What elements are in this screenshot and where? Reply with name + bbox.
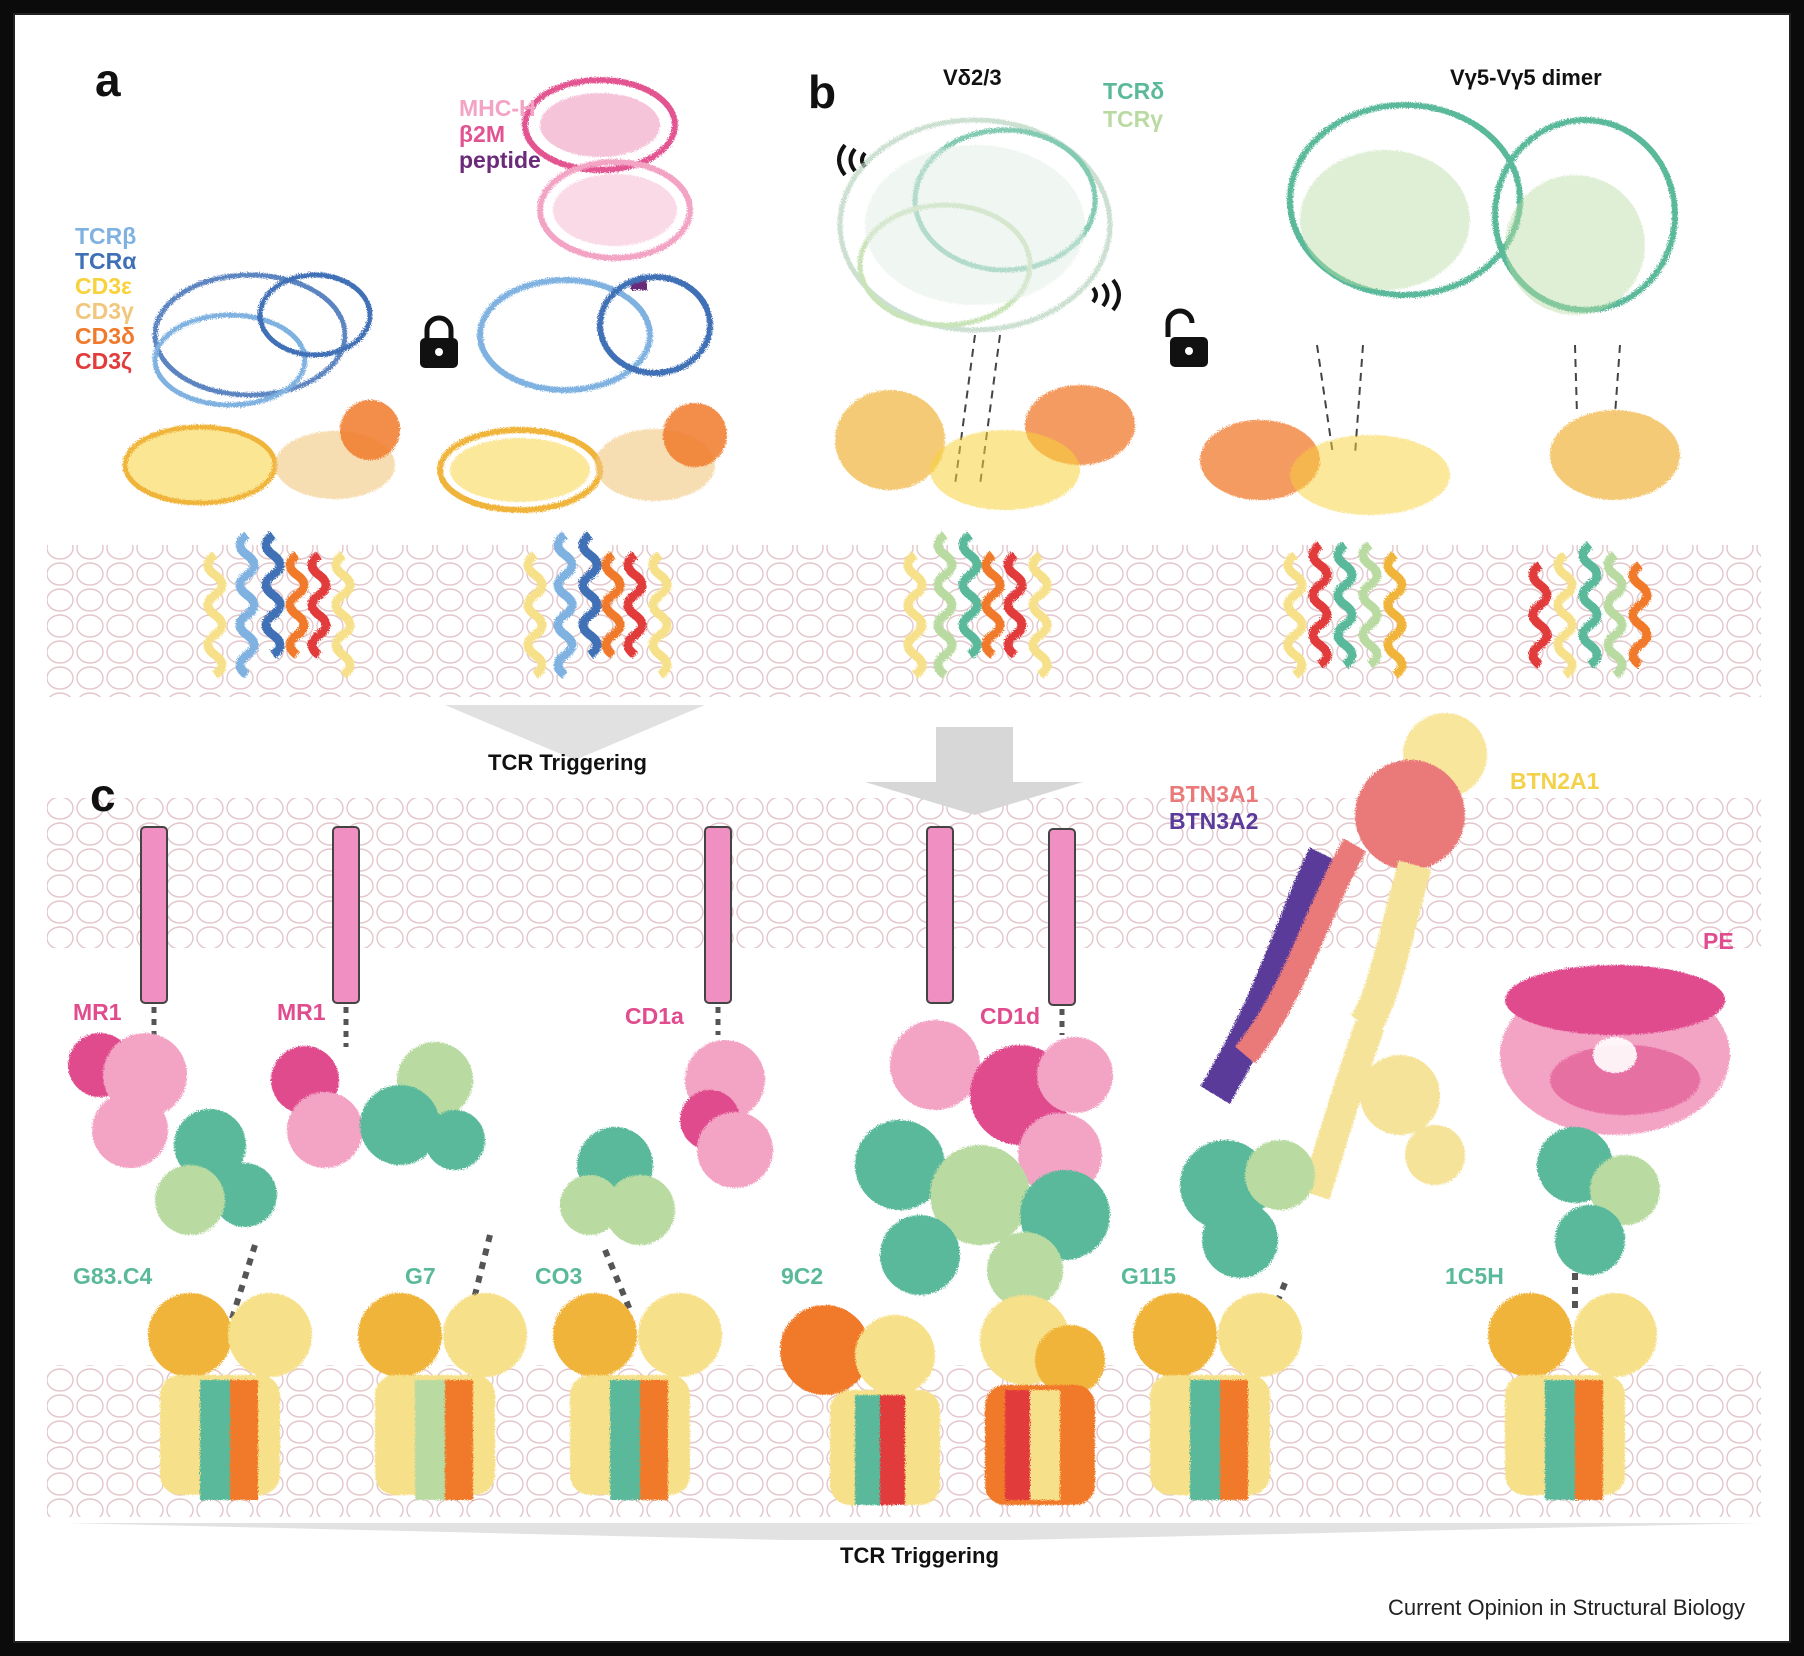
membrane-c-top (47, 798, 1761, 948)
ligand-label-mr1-1: MR1 (73, 999, 122, 1025)
tcr-label-g7: G7 (405, 1263, 436, 1289)
panel-b-title-vd2-3: Vδ2/3 (943, 65, 1002, 90)
vg5-dimer-ectodomains (1287, 102, 1678, 315)
pe-1c5h-complex (1500, 965, 1730, 1275)
vd2-3-tcr-ectodomain (837, 117, 1113, 333)
tcr-cd3-surface-row (148, 1293, 1657, 1505)
legend-cd3-gamma: CD3γ (75, 298, 134, 324)
triggering-label-c: TCR Triggering (840, 1543, 999, 1568)
cd1d-9c2-complex (855, 1020, 1113, 1308)
btn-g115-complex (1180, 713, 1487, 1278)
tcr-label-co3: CO3 (535, 1263, 583, 1289)
mr1-g7-complex (271, 1042, 485, 1170)
lock-open-icon (1165, 308, 1208, 367)
cd1a-co3-complex (560, 1040, 773, 1245)
panel-b-title-vg5-dimer: Vγ5-Vγ5 dimer (1450, 65, 1602, 90)
ligand-label-btn2a1: BTN2A1 (1510, 768, 1600, 794)
mr1-g83c4-complex (68, 1033, 277, 1235)
ligand-label-cd1a: CD1a (625, 1003, 684, 1029)
legend-cd3-zeta: CD3ζ (75, 348, 132, 374)
ligand-label-cd1d: CD1d (980, 1003, 1041, 1029)
triggering-label-a: TCR Triggering (488, 750, 647, 775)
legend-tcr-gamma: TCRγ (1103, 106, 1164, 132)
vibration-icon (837, 143, 1121, 312)
tcr-pmhc-complex (437, 77, 727, 679)
tcr-label-9c2: 9C2 (781, 1263, 824, 1289)
tcr-label-g83c4: G83.C4 (73, 1263, 153, 1289)
tcr-cd3-complex-unliganded (122, 272, 400, 679)
legend-cd3-delta: CD3δ (75, 323, 135, 349)
legend-tcr-alpha: TCRα (75, 248, 137, 274)
ligand-transmembrane-rods (140, 826, 1076, 1006)
triggering-shadow-c (67, 1523, 1761, 1540)
panel-letter-b: b (808, 66, 837, 118)
panel-letter-c: c (90, 769, 116, 821)
lock-closed-icon (420, 315, 458, 368)
triggering-arrow-b (865, 727, 1083, 815)
vg5-dimer-cd3-complexes (1200, 410, 1680, 679)
ligand-label-mr1-2: MR1 (277, 999, 326, 1025)
tcr-label-1c5h: 1C5H (1445, 1263, 1504, 1289)
triggering-shadow-a (445, 705, 705, 760)
vd2-3-cd3-complex (835, 385, 1135, 679)
legend-tcr-delta: TCRδ (1103, 78, 1165, 104)
legend-b2m: β2M (459, 121, 505, 147)
legend-tcr-beta: TCRβ (75, 223, 137, 249)
tcr-label-g115: G115 (1121, 1263, 1176, 1289)
ligand-label-btn3a1: BTN3A1 (1169, 781, 1259, 807)
membrane-ab (47, 545, 1761, 697)
figure-artwork (47, 77, 1761, 1540)
legend-cd3-epsilon: CD3ε (75, 273, 132, 299)
panel-letter-a: a (95, 54, 121, 106)
legend-peptide: peptide (459, 147, 541, 173)
figure-frame: a b c TCRβ TCRα CD3ε CD3γ CD3δ CD3ζ MHC-… (13, 13, 1791, 1643)
ligand-label-pe: PE (1703, 928, 1734, 954)
journal-credit: Current Opinion in Structural Biology (1388, 1595, 1746, 1620)
legend-mhc-h: MHC-H (459, 95, 536, 121)
ligand-label-btn3a2: BTN3A2 (1169, 808, 1259, 834)
